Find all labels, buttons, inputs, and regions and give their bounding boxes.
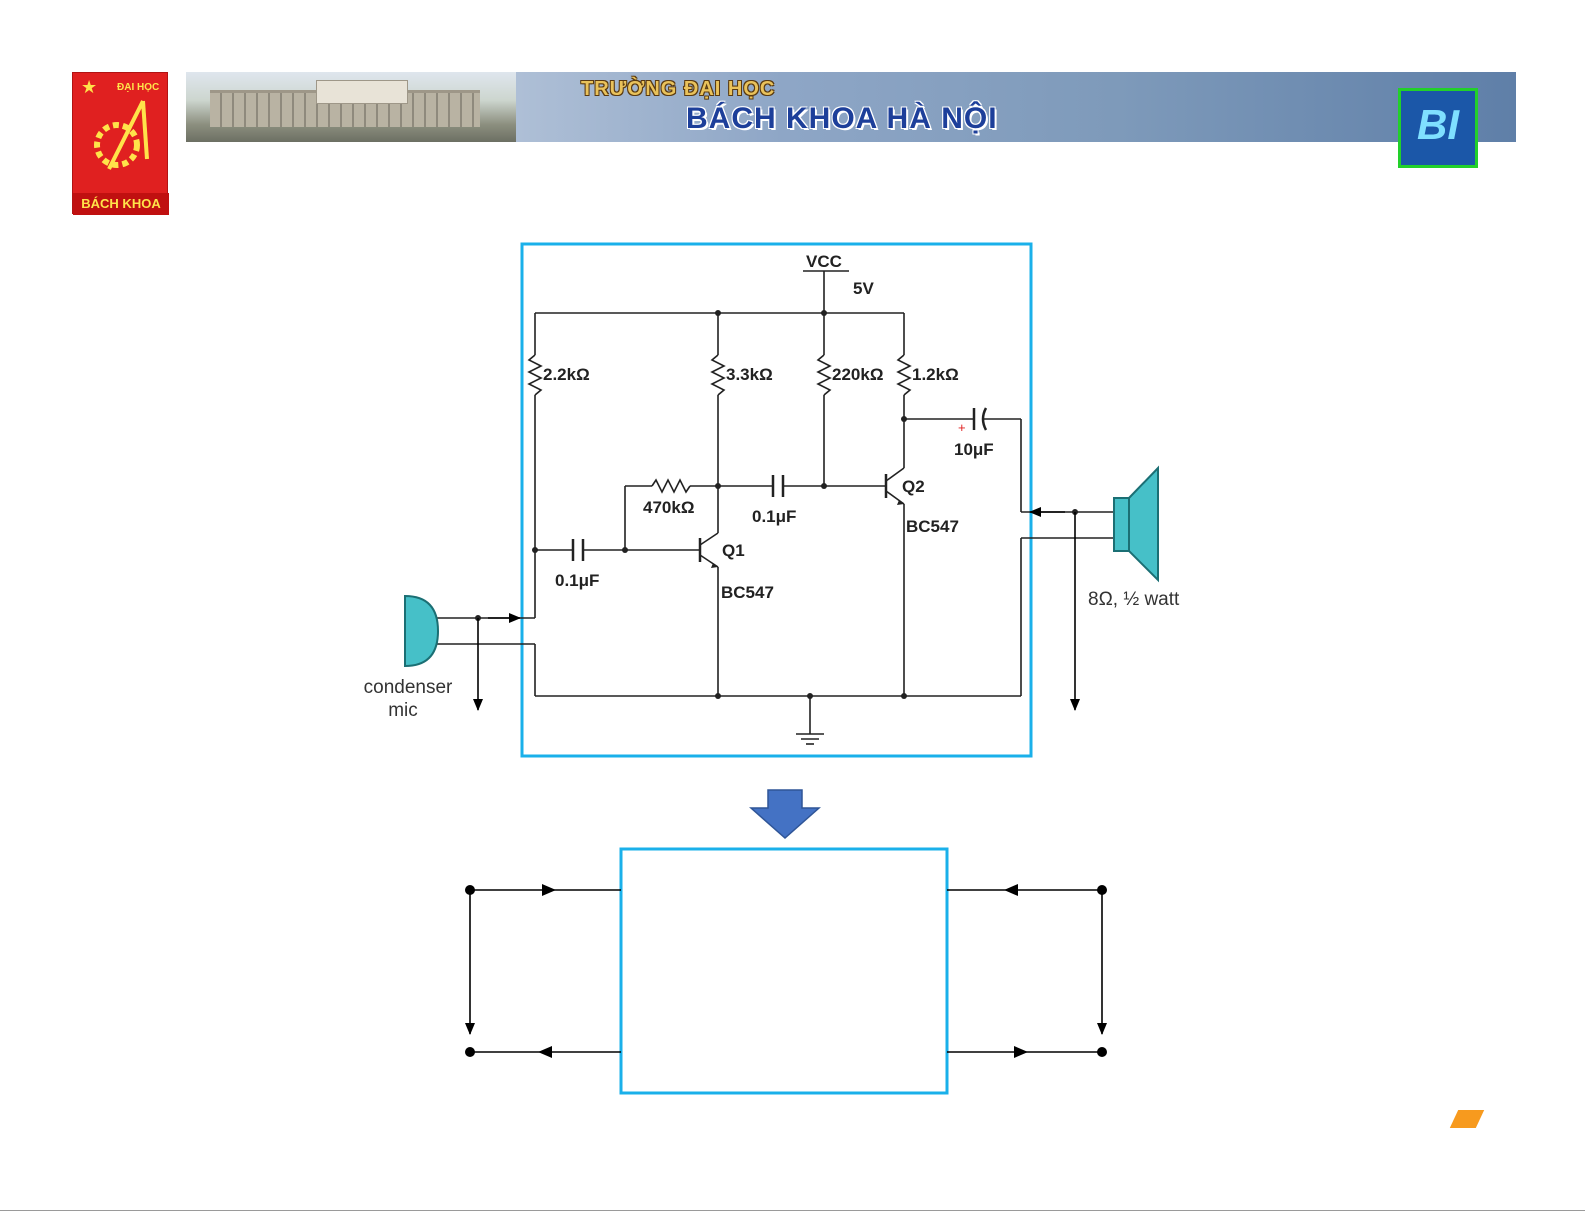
top-port-arrows (478, 512, 1075, 710)
transistor-part-label: BC547 (906, 517, 959, 536)
two-port-terminals (470, 890, 1102, 1052)
capacitor-label: 0.1μF (752, 507, 796, 526)
mic-label-line2: mic (388, 700, 418, 721)
two-port-block (621, 849, 947, 1093)
capacitor-label: 10μF (954, 440, 994, 459)
bottom-divider (0, 1210, 1585, 1211)
capacitor-label: 0.1μF (555, 571, 599, 590)
resistor-label: 470kΩ (643, 498, 694, 517)
terminal-arrowheads (538, 884, 1028, 1058)
speaker-label: 8Ω, ½ watt (1088, 589, 1180, 610)
mic-label-line1: condenser (364, 677, 453, 698)
vcc-value-label: 5V (853, 279, 874, 298)
down-arrow-icon (751, 790, 819, 838)
polarity-mark: + (958, 420, 966, 435)
vcc-label: VCC (806, 252, 842, 271)
terminal-dots (465, 885, 1107, 1057)
transistor-name-label: Q2 (902, 477, 925, 496)
transistor-name-label: Q1 (722, 541, 745, 560)
circuit-frame (522, 244, 1031, 756)
resistor-label: 1.2kΩ (912, 365, 959, 384)
speaker-icon (1129, 468, 1158, 580)
speaker-magnet (1114, 498, 1129, 551)
transistor-part-label: BC547 (721, 583, 774, 602)
resistor-label: 3.3kΩ (726, 365, 773, 384)
resistor-label: 2.2kΩ (543, 365, 590, 384)
microphone-icon (405, 596, 438, 666)
resistor-label: 220kΩ (832, 365, 883, 384)
